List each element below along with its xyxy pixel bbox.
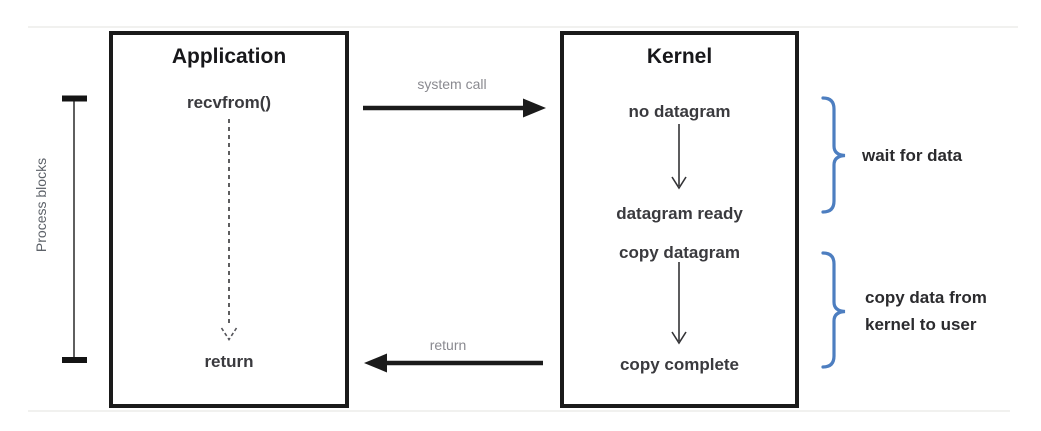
wait-brace: [821, 96, 846, 214]
application-return-label: return: [204, 352, 254, 371]
copy-data-label-line2: kernel to user: [865, 315, 977, 334]
application-title: Application: [171, 45, 287, 68]
copy-data-label: copy data from kernel to user: [865, 284, 987, 338]
return-arrow-head: [364, 353, 387, 373]
copy-data-label-line1: copy data from: [865, 288, 987, 307]
kernel-step-datagram-ready: datagram ready: [616, 204, 743, 223]
return-arrow: [364, 353, 543, 373]
kernel-step-copy-complete: copy complete: [619, 355, 740, 374]
return-arrow-label: return: [429, 337, 467, 353]
kernel-box: Kernel no datagram datagram ready copy d…: [560, 31, 799, 408]
kernel-step-copy-datagram: copy datagram: [619, 243, 740, 262]
wait-for-data-label: wait for data: [862, 146, 963, 165]
process-blocks-label: Process blocks: [33, 157, 49, 253]
system-call-arrow: [363, 98, 546, 118]
system-call-arrow-label: system call: [417, 76, 487, 92]
frame-top-line: [28, 26, 1018, 28]
frame-bottom-line: [28, 410, 1010, 412]
kernel-step-no-datagram: no datagram: [628, 102, 731, 121]
copy-brace: [821, 251, 846, 369]
system-call-arrow-head: [523, 98, 546, 118]
process-blocks-timeline: [62, 95, 87, 363]
kernel-title: Kernel: [646, 45, 713, 68]
application-box: Application recvfrom() return: [109, 31, 349, 408]
recvfrom-label: recvfrom(): [186, 93, 272, 112]
